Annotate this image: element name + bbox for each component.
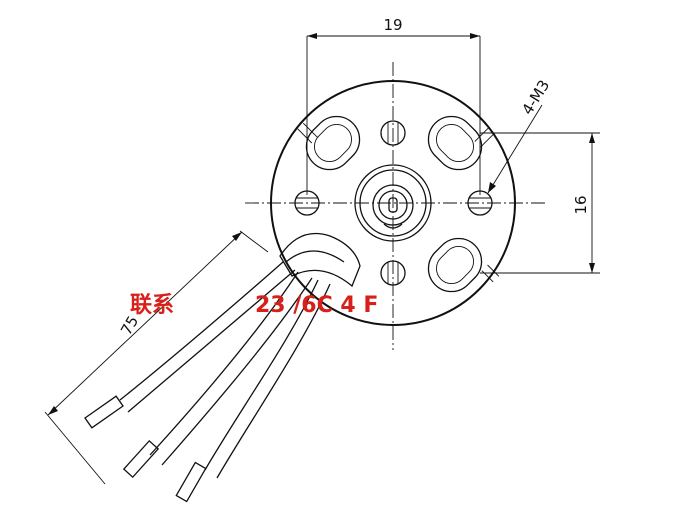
hub-outer-circle	[354, 164, 432, 242]
wire-3	[175, 279, 331, 503]
shaft-lock	[383, 223, 403, 229]
wire-assembly	[84, 232, 361, 503]
dimension-width: 19	[306, 16, 481, 195]
hole-callout: 4-M3	[487, 77, 553, 194]
dimension-height: 16	[480, 132, 600, 274]
motor-outer-circle	[270, 80, 516, 326]
wire-boot	[279, 232, 361, 288]
vent-slot-top-right	[427, 115, 495, 171]
mount-hole-top	[380, 120, 406, 146]
dimension-width-label: 19	[383, 16, 402, 34]
vent-slot-top-left	[297, 115, 361, 171]
shaft-circle	[378, 190, 408, 220]
vent-slots	[297, 115, 500, 293]
watermark-prefix: 联系	[130, 293, 174, 318]
dimension-height-label: 16	[572, 195, 590, 214]
hub-inner-circle	[359, 169, 427, 237]
watermark: 联系 23 /6C 4 F	[130, 293, 378, 318]
vent-slot-bottom-right	[427, 237, 500, 293]
wire-2	[122, 271, 313, 479]
shaft-collar-circle	[372, 184, 414, 226]
motor-body	[270, 80, 516, 326]
hole-callout-label: 4-M3	[518, 77, 553, 118]
watermark-code: 23 /6C 4 F	[255, 293, 378, 318]
shaft-key	[388, 197, 398, 213]
mount-hole-bottom	[380, 260, 406, 286]
wire-boot-lip	[285, 250, 345, 263]
wire-1	[84, 261, 296, 429]
